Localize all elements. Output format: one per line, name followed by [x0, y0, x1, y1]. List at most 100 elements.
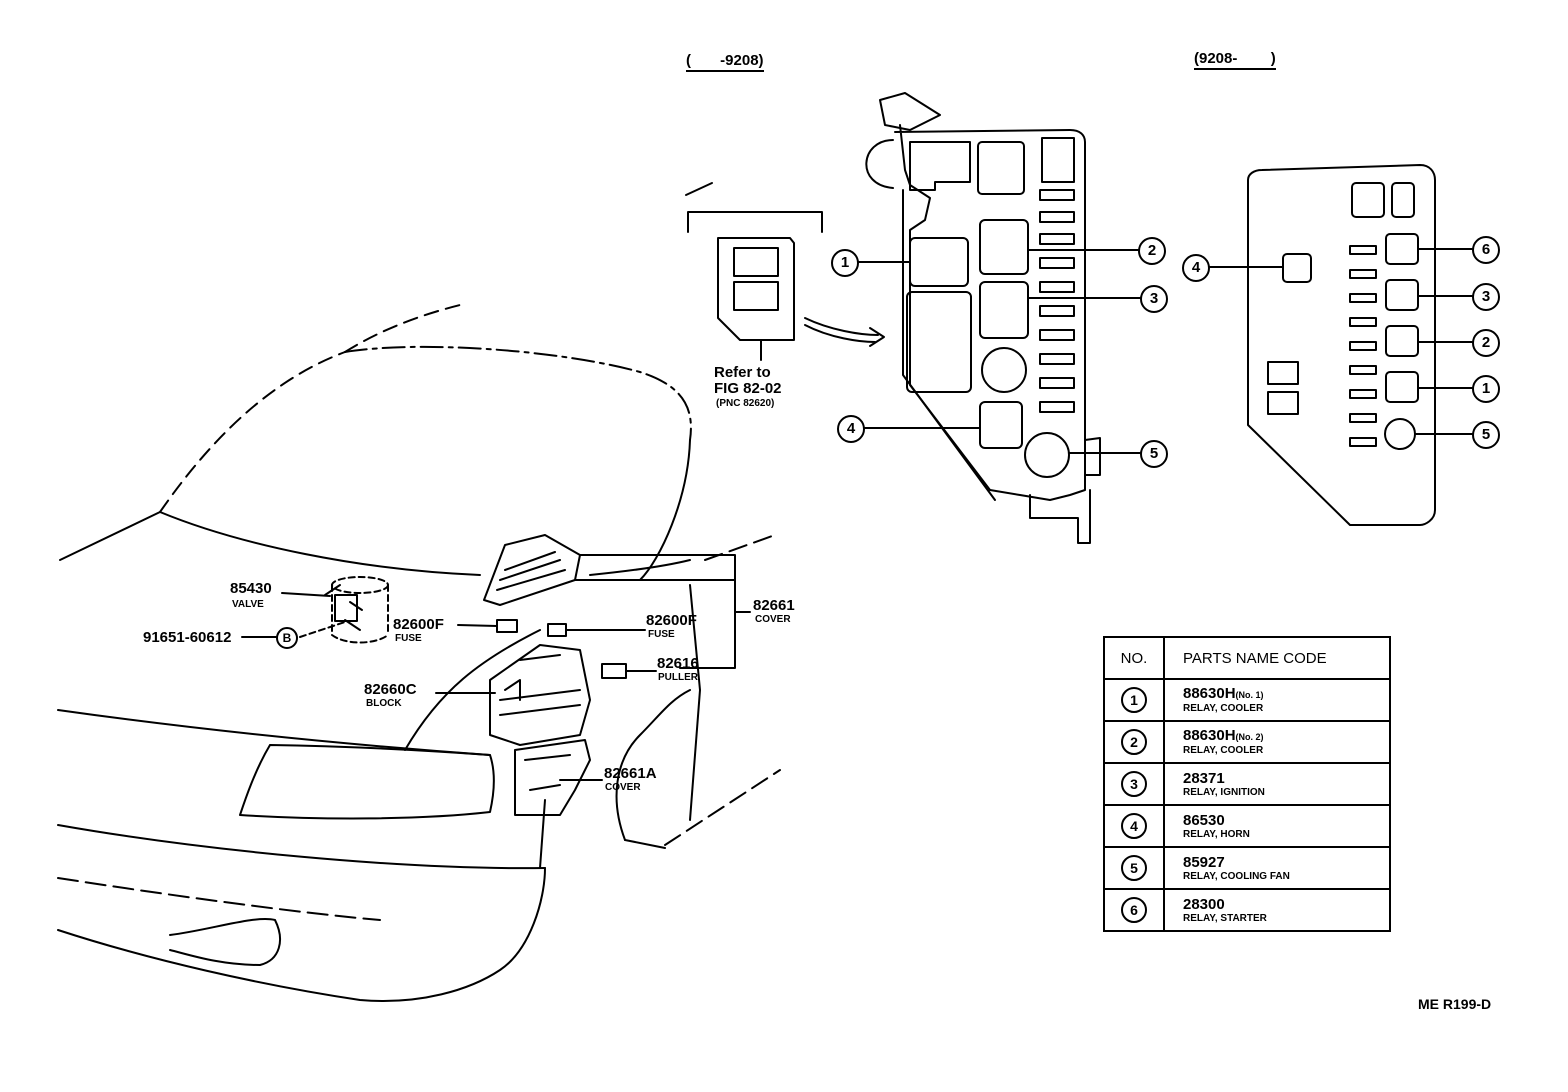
fender-curve	[404, 629, 541, 751]
ref-arrow	[804, 317, 885, 347]
row-code-sub: (No. 2)	[1235, 732, 1264, 742]
junction-block	[489, 644, 591, 746]
right-relay-block	[1247, 164, 1436, 526]
header-parts-name-code: PARTS NAME CODE	[1163, 636, 1391, 680]
fender-lower	[704, 534, 776, 561]
parts-table: NO. PARTS NAME CODE 1 88630H(No. 1) RELA…	[1103, 636, 1391, 932]
part-code-block: 82660C	[364, 681, 417, 698]
refer-line1: Refer to	[714, 364, 771, 381]
part-code-fuse-left: 82600F	[393, 616, 444, 633]
left-relay-block	[894, 124, 1086, 501]
bumper-bottom	[57, 877, 381, 921]
row-code: 28300	[1183, 895, 1225, 913]
relay-left-big	[906, 291, 972, 393]
row-name: RELAY, STARTER	[1183, 912, 1267, 924]
refer-line3: (PNC 82620)	[716, 398, 775, 409]
table-row: 4 86530 RELAY, HORN	[1103, 804, 1391, 848]
fog-lamp	[169, 918, 281, 966]
windshield-line	[159, 351, 346, 513]
part-code-valve: 85430	[230, 580, 272, 597]
row-no-circle: 5	[1121, 855, 1147, 881]
relay-left-1	[909, 237, 969, 287]
row-code: 28371	[1183, 769, 1225, 787]
relay-right-top1	[1351, 182, 1385, 218]
left-block-bottom	[1029, 489, 1091, 544]
row-no-circle: 4	[1121, 813, 1147, 839]
relay-right-4	[1282, 253, 1312, 283]
front-line-1	[57, 709, 491, 756]
part-name-lower-cover: COVER	[605, 782, 641, 793]
callout-left-1: 1	[831, 249, 859, 277]
a-pillar-line	[344, 304, 461, 353]
callout-right-6: 6	[1472, 236, 1500, 264]
part-code-fuse-right: 82600F	[646, 612, 697, 629]
relay-right-3	[1385, 279, 1419, 311]
fuse-right-shape	[547, 623, 567, 637]
row-name: RELAY, COOLER	[1183, 745, 1264, 756]
row-name: RELAY, HORN	[1183, 828, 1250, 840]
wheel-arch	[615, 689, 691, 841]
bumper-lower	[57, 867, 546, 1002]
relay-right-2	[1385, 325, 1419, 357]
part-name-valve: VALVE	[232, 599, 264, 610]
callout-left-5: 5	[1140, 440, 1168, 468]
table-row: 6 28300 RELAY, STARTER	[1103, 888, 1391, 932]
part-name-fuse-left: FUSE	[395, 633, 422, 644]
table-row: 1 88630H(No. 1) RELAY, COOLER	[1103, 678, 1391, 722]
bumper-top	[57, 824, 546, 870]
row-no-circle: 1	[1121, 687, 1147, 713]
row-no-circle: 6	[1121, 897, 1147, 923]
leader-valve	[281, 592, 331, 597]
header-no: NO.	[1103, 636, 1165, 680]
relay-right-6	[1385, 233, 1419, 265]
row-code: 85927	[1183, 853, 1225, 871]
roof-line	[344, 345, 692, 441]
table-row: 2 88630H(No. 2) RELAY, COOLER	[1103, 720, 1391, 764]
part-name-puller: PULLER	[658, 672, 698, 683]
cover-ribs	[496, 551, 566, 591]
part-name-block: BLOCK	[366, 698, 402, 709]
lower-cover	[514, 739, 591, 816]
hood-line	[159, 511, 481, 576]
part-code-puller: 82616	[657, 655, 699, 672]
headlamp	[239, 744, 495, 820]
bolt-marker-circle: B	[276, 627, 298, 649]
figure-id: ME R199-D	[1418, 996, 1492, 1012]
part-name-fuse-right: FUSE	[648, 629, 675, 640]
parts-table-header: NO. PARTS NAME CODE	[1103, 636, 1391, 680]
fender-arch-right	[664, 769, 781, 846]
puller-shape	[601, 663, 627, 679]
callout-left-3: 3	[1140, 285, 1168, 313]
relay-left-0	[909, 141, 971, 191]
ref-box	[717, 237, 795, 341]
period-left: ( -9208)	[686, 52, 764, 72]
relay-right-1	[1385, 371, 1419, 403]
relay-left-5	[1024, 432, 1070, 478]
callout-right-1: 1	[1472, 375, 1500, 403]
fuse-slots-right	[1349, 245, 1377, 447]
valve-stem	[324, 584, 363, 631]
relay-left-4	[979, 401, 1023, 449]
row-code: 88630H	[1183, 727, 1236, 744]
fender-bottom	[624, 839, 666, 849]
dash-line-top	[685, 182, 713, 196]
relay-right-5	[1384, 418, 1416, 450]
left-block-inner	[902, 189, 996, 501]
ref-inner-bottom	[733, 281, 779, 311]
row-no-circle: 3	[1121, 771, 1147, 797]
fender-line	[639, 439, 691, 581]
period-right: (9208- )	[1194, 50, 1276, 70]
row-code: 86530	[1183, 811, 1225, 829]
callout-left-2: 2	[1138, 237, 1166, 265]
fender-lower-right	[539, 799, 546, 869]
lower-cover-detail	[524, 754, 571, 791]
left-block-tab	[879, 92, 941, 131]
ref-inner-top	[733, 247, 779, 277]
relay-left-round	[981, 347, 1027, 393]
row-name: RELAY, IGNITION	[1183, 786, 1265, 798]
relay-left-2slot	[977, 141, 1025, 195]
part-code-cover: 82661	[753, 597, 795, 614]
fuse-left-shape	[496, 619, 518, 633]
row-code-sub: (No. 1)	[1235, 690, 1264, 700]
